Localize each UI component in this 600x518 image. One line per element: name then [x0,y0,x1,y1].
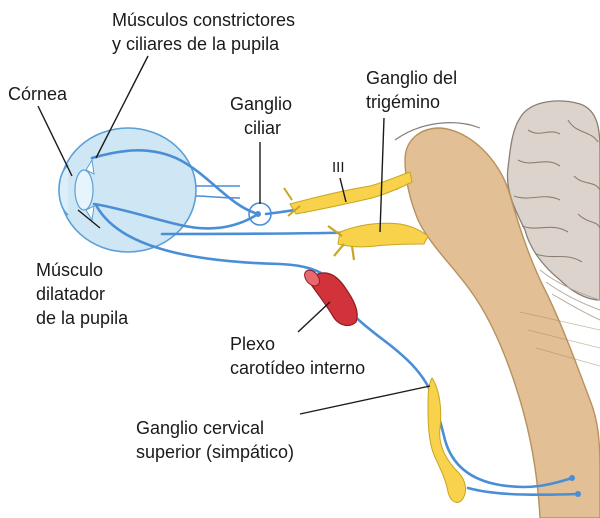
label-trigeminal-line2: trigémino [366,92,440,112]
internal-carotid-artery [302,267,358,325]
label-nerve-iii: III [332,159,345,176]
label-muscles-line1: Músculos constrictores [112,10,295,30]
trigeminal-ganglion [328,223,428,260]
label-ciliary-ganglion-line1: Ganglio [230,94,292,114]
label-dilator-line3: de la pupila [36,308,129,328]
label-plexus-line2: carotídeo interno [230,358,365,378]
oculomotor-nerve-trunk [284,172,412,216]
superior-cervical-ganglion [428,378,465,502]
label-cornea: Córnea [8,84,68,104]
label-muscles-line2: y ciliares de la pupila [112,34,280,54]
label-ciliary-ganglion-line2: ciliar [244,118,281,138]
label-cervical-line1: Ganglio cervical [136,418,264,438]
label-dilator-line2: dilatador [36,284,105,304]
label-plexus-line1: Plexo [230,334,275,354]
label-dilator-line1: Músculo [36,260,103,280]
label-trigeminal-line1: Ganglio del [366,68,457,88]
label-cervical-line2: superior (simpático) [136,442,294,462]
